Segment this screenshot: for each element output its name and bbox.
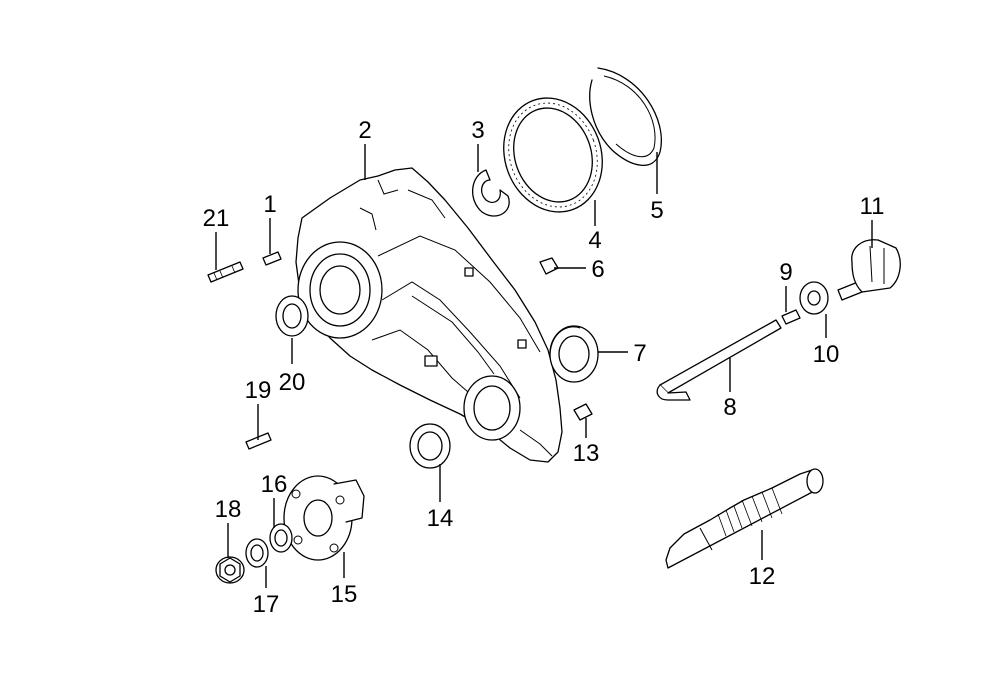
part-11-shift-fork[interactable] xyxy=(837,239,901,301)
leader-lines xyxy=(215,144,873,588)
callout-15: 15 xyxy=(331,581,358,608)
part-1-pin[interactable] xyxy=(262,251,282,266)
callout-17: 17 xyxy=(253,591,280,618)
callout-14: 14 xyxy=(427,505,454,532)
callout-1: 1 xyxy=(263,191,276,218)
part-15-companion-flange[interactable] xyxy=(283,475,365,561)
callout-5: 5 xyxy=(650,197,663,224)
callout-9: 9 xyxy=(779,259,792,286)
part-4-ring-gear[interactable] xyxy=(488,84,618,226)
callout-13: 13 xyxy=(573,440,600,467)
part-14-oil-seal[interactable] xyxy=(409,423,451,469)
part-13-plug[interactable] xyxy=(573,403,593,421)
part-5-retaining-ring[interactable] xyxy=(589,67,662,166)
part-16-washer[interactable] xyxy=(269,523,293,553)
part-20-oil-seal[interactable] xyxy=(275,295,309,337)
part-9-pin[interactable] xyxy=(781,309,801,325)
callout-2: 2 xyxy=(358,117,371,144)
callout-6: 6 xyxy=(591,256,604,283)
part-8-shift-rod[interactable] xyxy=(656,319,782,401)
part-18-flange-nut[interactable] xyxy=(215,556,245,584)
callout-20: 20 xyxy=(279,369,306,396)
callout-19: 19 xyxy=(245,377,272,404)
callout-21: 21 xyxy=(203,205,230,232)
part-2-housing[interactable] xyxy=(295,167,563,463)
callout-11: 11 xyxy=(860,193,885,220)
callout-3: 3 xyxy=(471,117,484,144)
part-19-dowel-pin[interactable] xyxy=(245,432,272,450)
callout-4: 4 xyxy=(588,227,601,254)
callout-8: 8 xyxy=(723,394,736,421)
part-7-oil-seal[interactable] xyxy=(549,325,599,383)
part-3-snap-ring[interactable] xyxy=(472,169,510,217)
callout-16: 16 xyxy=(261,471,288,498)
part-10-bushing[interactable] xyxy=(799,281,829,315)
part-17-washer[interactable] xyxy=(245,538,269,568)
part-12-output-shaft[interactable] xyxy=(665,468,824,569)
part-6-clip[interactable] xyxy=(539,257,559,275)
callout-10: 10 xyxy=(813,341,840,368)
callout-7: 7 xyxy=(633,340,646,367)
callout-18: 18 xyxy=(215,496,242,523)
part-21-stud[interactable] xyxy=(207,261,244,283)
callout-labels: 1 2 3 4 5 6 7 8 9 10 11 12 13 14 15 16 1… xyxy=(203,117,885,618)
callout-12: 12 xyxy=(749,563,776,590)
